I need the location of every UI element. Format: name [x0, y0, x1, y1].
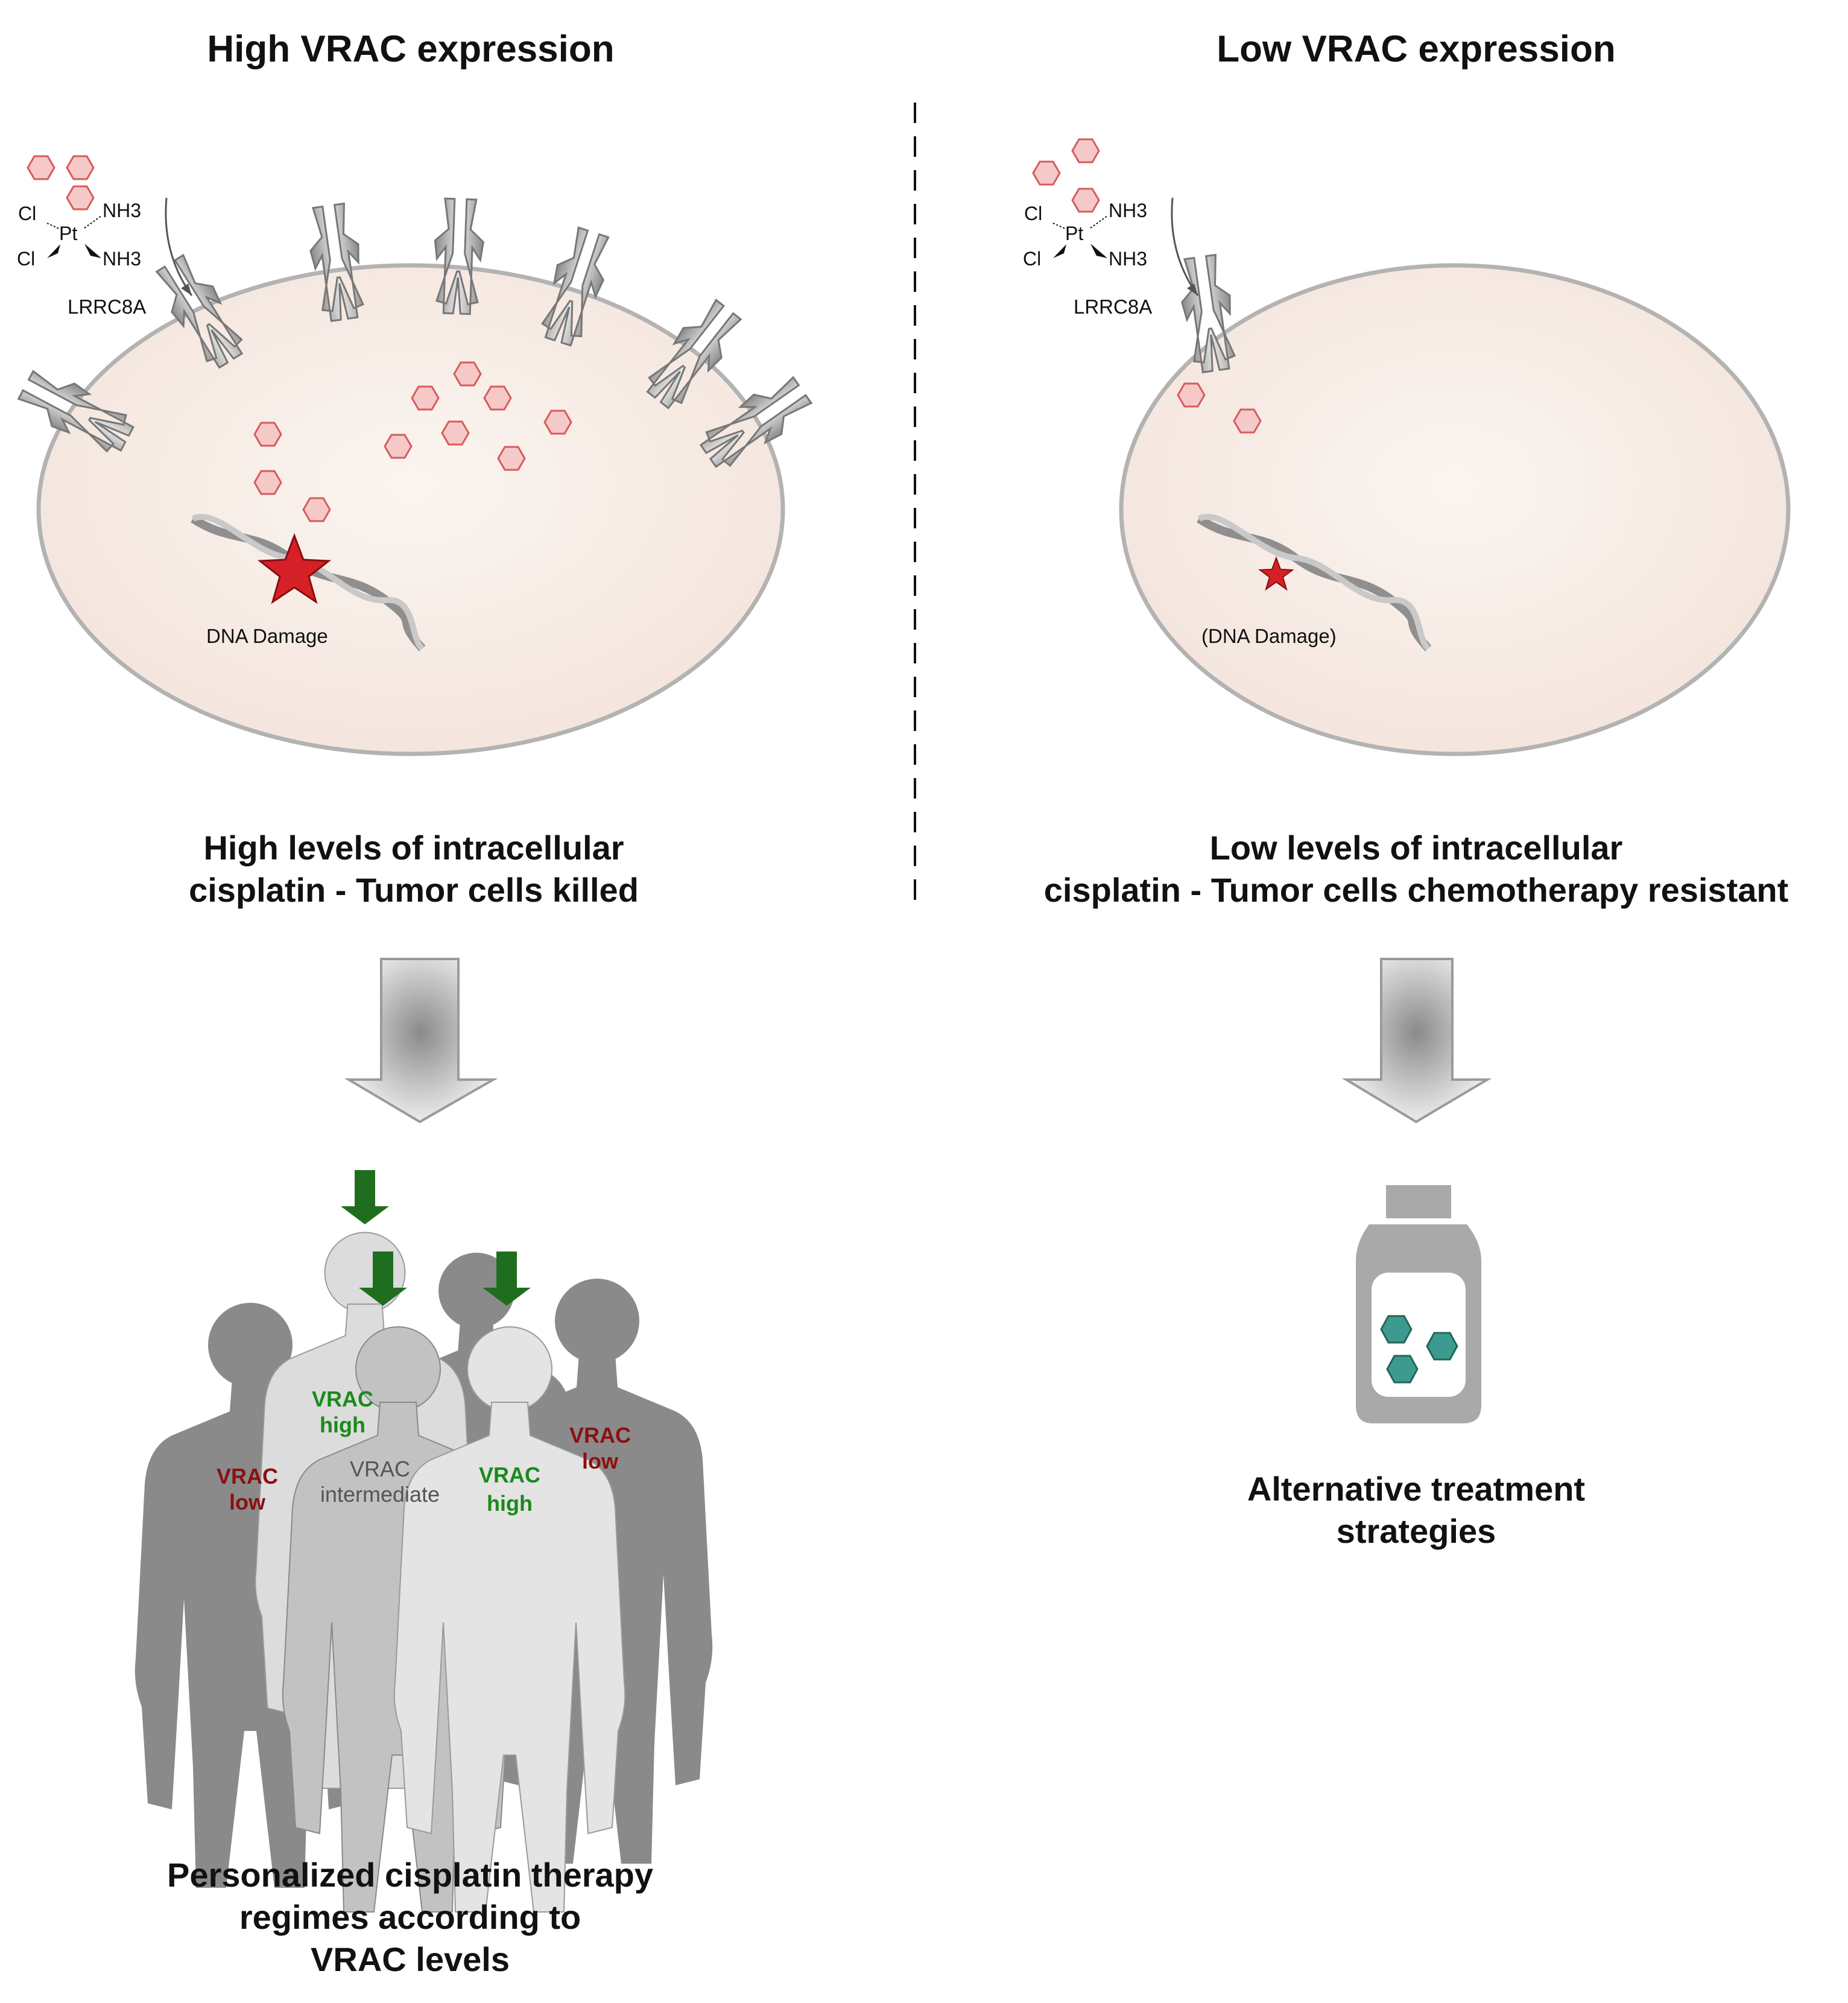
right-down-arrow-icon: [1341, 958, 1492, 1124]
left-bottom-line1: Personalized cisplatin therapy: [167, 1856, 653, 1894]
left-cell: [36, 263, 785, 756]
back-center-label-line1: VRAC: [312, 1387, 373, 1411]
channel-icon: [431, 197, 486, 315]
pill-icon: [1426, 1332, 1458, 1361]
back-center-label-line2: high: [320, 1413, 365, 1437]
right-caption-line2: cisplatin - Tumor cells chemotherapy res…: [1044, 871, 1788, 909]
front-center-label-line1: VRAC: [350, 1457, 410, 1481]
front-center-label-line2: intermediate: [320, 1482, 440, 1507]
green-arrow-icon: [483, 1251, 531, 1306]
cl-top-label: Cl: [1024, 203, 1042, 224]
pt-label: Pt: [1065, 223, 1083, 244]
front-right-label-line2: high: [487, 1491, 533, 1516]
back-left-label-line2: low: [229, 1490, 266, 1514]
pill-icon: [1380, 1315, 1413, 1344]
left-dna-label: DNA Damage: [206, 625, 328, 647]
dna-damage-star-icon: [257, 533, 332, 604]
left-channel-label: LRRC8A: [68, 296, 146, 318]
left-cisplatin-molecule: Cl Pt NH3 Cl NH3: [17, 200, 141, 270]
right-dna-label: (DNA Damage): [1201, 625, 1337, 647]
right-cisplatin-molecule: Cl Pt NH3 Cl NH3: [1023, 200, 1147, 270]
right-outside-drug-molecules: [1032, 138, 1100, 213]
cl-top-label: Cl: [18, 203, 36, 224]
right-bottom-line1: Alternative treatment: [1247, 1470, 1585, 1508]
right-channel-label: LRRC8A: [1074, 296, 1152, 318]
left-caption-line2: cisplatin - Tumor cells killed: [189, 871, 639, 909]
right-channel-icon: [1175, 253, 1241, 375]
left-dna-helix: [191, 513, 426, 651]
right-title: Low VRAC expression: [1217, 28, 1615, 70]
nh3-top-label: NH3: [103, 200, 141, 221]
left-caption-line1: High levels of intracellular: [203, 829, 624, 867]
green-arrow-icon: [341, 1170, 389, 1224]
back-right-label-line2: low: [582, 1449, 619, 1473]
cl-bottom-label: Cl: [1023, 248, 1041, 270]
left-bottom-line2: regimes according to: [239, 1898, 581, 1936]
left-outside-drug-molecules: [27, 155, 95, 210]
pill-icon: [1386, 1355, 1419, 1384]
pt-label: Pt: [59, 223, 77, 244]
left-bottom-line3: VRAC levels: [311, 1940, 510, 1978]
cl-bottom-label: Cl: [17, 248, 35, 270]
dna-damage-small-star-icon: [1258, 556, 1294, 591]
back-left-label-line1: VRAC: [217, 1464, 278, 1489]
right-dna-helix: [1197, 513, 1432, 651]
back-right-label-line1: VRAC: [569, 1423, 631, 1448]
front-right-label-line1: VRAC: [479, 1463, 540, 1487]
left-down-arrow-icon: [344, 958, 498, 1124]
nh3-bottom-label: NH3: [103, 248, 141, 270]
right-caption-line1: Low levels of intracellular: [1210, 829, 1623, 867]
right-cell: [1119, 263, 1791, 756]
left-title: High VRAC expression: [207, 28, 614, 70]
right-bottom-line2: strategies: [1337, 1512, 1496, 1550]
green-arrows: [341, 1170, 531, 1306]
nh3-bottom-label: NH3: [1109, 248, 1147, 270]
pill-bottle-icon: [1356, 1185, 1481, 1423]
patient-group: [134, 1232, 713, 1913]
nh3-top-label: NH3: [1109, 200, 1147, 221]
green-arrow-icon: [359, 1251, 407, 1306]
